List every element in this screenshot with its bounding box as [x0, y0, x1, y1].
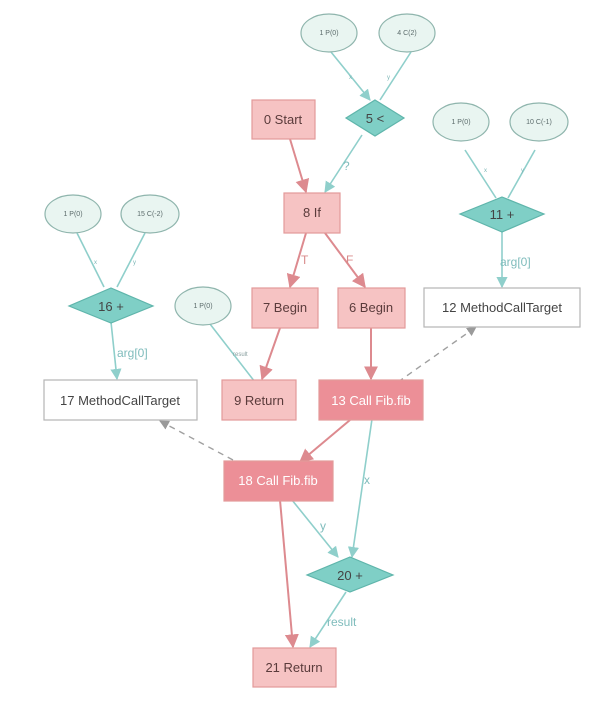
- edge-plus20-to-return21: [309, 591, 347, 648]
- edge-if-true: [286, 232, 307, 289]
- data-edges: [76, 51, 536, 648]
- edge-label-result: result: [327, 615, 357, 629]
- node-cm1[interactable]: 10 C(-1): [509, 102, 569, 142]
- node-21-return-label: 21 Return: [265, 660, 322, 675]
- edge-label-arg0-left: arg[0]: [117, 346, 148, 360]
- node-p0-mid[interactable]: 1 P(0): [174, 286, 232, 326]
- node-cm1-label: 10 C(-1): [526, 119, 552, 126]
- edge-label-x-small-3: x: [94, 260, 97, 266]
- target-nodes: 12 MethodCallTarget 17 MethodCallTarget: [43, 287, 581, 421]
- node-p0-mid-label: 1 P(0): [193, 303, 212, 310]
- edge-call18-to-return21: [279, 499, 299, 649]
- node-20-plus-label: 20 +: [337, 568, 363, 583]
- edge-p0left-to-plus16: [76, 232, 105, 288]
- node-5-lt-label: 5 <: [366, 111, 384, 126]
- edge-labels: ? T F arg[0] arg[0] x y result x y x y x…: [94, 75, 531, 629]
- node-21-return[interactable]: 21 Return: [252, 647, 337, 688]
- edge-cm2-to-plus16: [116, 232, 146, 288]
- edge-label-q: ?: [343, 159, 350, 173]
- edge-label-result-small: result: [233, 352, 248, 358]
- node-11-plus[interactable]: 11 +: [458, 196, 546, 233]
- edge-lt-to-if: [324, 134, 363, 193]
- node-16-plus[interactable]: 16 +: [67, 287, 155, 324]
- node-11-plus-label: 11 +: [490, 207, 515, 222]
- node-cm2-label: 15 C(-2): [137, 211, 163, 218]
- edge-if-false: [324, 232, 366, 289]
- node-7-begin-label: 7 Begin: [263, 300, 307, 315]
- edge-label-y-small-2: y: [521, 168, 524, 174]
- node-16-plus-label: 16 +: [98, 299, 124, 314]
- node-c2-label: 4 C(2): [397, 30, 416, 37]
- edge-call13-to-call18: [298, 419, 351, 463]
- node-8-if[interactable]: 8 If: [283, 192, 341, 234]
- node-6-begin-label: 6 Begin: [349, 300, 393, 315]
- edge-label-x-small-1: x: [349, 75, 352, 81]
- edge-label-t: T: [301, 253, 309, 267]
- node-13-call-label: 13 Call Fib.fib: [331, 393, 410, 408]
- node-p0-right-label: 1 P(0): [451, 119, 470, 126]
- node-12-target[interactable]: 12 MethodCallTarget: [423, 287, 581, 328]
- node-12-target-label: 12 MethodCallTarget: [442, 300, 562, 315]
- node-8-if-label: 8 If: [303, 205, 321, 220]
- edge-label-y-small-3: y: [133, 260, 136, 266]
- node-p0-left[interactable]: 1 P(0): [44, 194, 102, 234]
- edge-call18-to-target17: [159, 420, 234, 461]
- edge-call13-to-plus20: [347, 418, 373, 559]
- node-6-begin[interactable]: 6 Begin: [337, 287, 406, 329]
- edge-call13-to-target12: [397, 326, 477, 383]
- node-18-call[interactable]: 18 Call Fib.fib: [223, 460, 334, 502]
- node-c2[interactable]: 4 C(2): [378, 13, 436, 53]
- control-edges: [259, 138, 378, 649]
- edge-c2-to-lt: [379, 51, 412, 101]
- edge-p0right-to-plus11: [464, 149, 497, 199]
- node-p0-top-label: 1 P(0): [319, 30, 338, 37]
- node-17-target-label: 17 MethodCallTarget: [60, 393, 180, 408]
- node-cm2[interactable]: 15 C(-2): [120, 194, 180, 234]
- edge-p0mid-to-return9: [209, 323, 256, 383]
- node-5-lt[interactable]: 5 <: [344, 99, 406, 137]
- node-0-start[interactable]: 0 Start: [251, 99, 316, 140]
- node-18-call-label: 18 Call Fib.fib: [238, 473, 317, 488]
- node-17-target[interactable]: 17 MethodCallTarget: [43, 379, 198, 421]
- edge-call18-to-plus20: [291, 499, 339, 558]
- edge-label-y-small-1: y: [387, 75, 390, 81]
- node-9-return[interactable]: 9 Return: [221, 379, 297, 421]
- target-edges: [159, 326, 477, 461]
- edge-start-to-if: [289, 138, 310, 194]
- edge-p0top-to-lt: [330, 51, 371, 101]
- edge-begin7-to-return9: [259, 327, 281, 381]
- edge-label-x-small-2: x: [484, 168, 487, 174]
- edge-plus16-to-target17: [110, 321, 122, 381]
- const-nodes: 1 P(0) 4 C(2) 1 P(0) 10 C(-1) 1 P(0) 15 …: [44, 13, 569, 326]
- node-p0-top[interactable]: 1 P(0): [300, 13, 358, 53]
- edge-label-f: F: [346, 253, 353, 267]
- node-p0-left-label: 1 P(0): [63, 211, 82, 218]
- edge-label-x: x: [364, 473, 370, 487]
- edge-cm1-to-plus11: [507, 149, 536, 199]
- control-nodes: 0 Start 8 If 7 Begin 6 Begin 9 Return 13…: [221, 99, 424, 688]
- node-7-begin[interactable]: 7 Begin: [251, 287, 319, 329]
- node-13-call[interactable]: 13 Call Fib.fib: [318, 379, 424, 421]
- node-0-start-label: 0 Start: [264, 112, 303, 127]
- node-p0-right[interactable]: 1 P(0): [432, 102, 490, 142]
- edge-label-y: y: [320, 519, 326, 533]
- edge-label-arg0-right: arg[0]: [500, 255, 531, 269]
- node-9-return-label: 9 Return: [234, 393, 284, 408]
- op-nodes: 5 < 11 + 16 + 20 +: [67, 99, 546, 593]
- node-20-plus[interactable]: 20 +: [305, 556, 395, 593]
